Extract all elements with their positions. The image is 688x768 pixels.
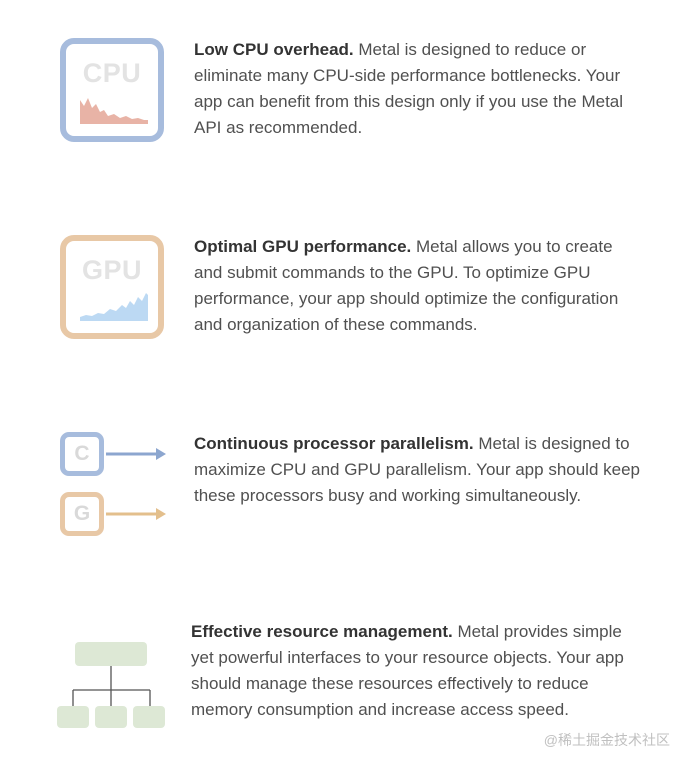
- cpu-arrow-icon: [106, 448, 166, 460]
- feature-body: Metal is designed to reduce or eliminate…: [194, 40, 624, 137]
- feature-body: Metal allows you to create and submit co…: [194, 237, 619, 334]
- resource-tree-icon: [57, 642, 165, 728]
- feature-description: Continuous processor parallelism. Metal …: [194, 431, 644, 509]
- cpu-mini-chip-icon: C: [60, 432, 104, 476]
- feature-title: Optimal GPU performance.: [194, 237, 412, 256]
- feature-title: Low CPU overhead.: [194, 40, 354, 59]
- feature-description: Low CPU overhead. Metal is designed to r…: [194, 37, 644, 141]
- gpu-arrow-icon: [106, 508, 166, 520]
- feature-title: Continuous processor parallelism.: [194, 434, 474, 453]
- gpu-chip-label: GPU: [81, 255, 142, 285]
- feature-title: Effective resource management.: [191, 622, 453, 641]
- gpu-mini-chip-icon: G: [60, 492, 104, 536]
- cpu-chip-icon: CPU: [60, 38, 164, 142]
- feature-body: Metal provides simple yet powerful inter…: [191, 622, 624, 719]
- gpu-chip-icon: GPU: [60, 235, 164, 339]
- cpu-activity-graph-icon: [80, 98, 148, 124]
- feature-body: Metal is designed to maximize CPU and GP…: [194, 434, 641, 505]
- feature-description: Optimal GPU performance. Metal allows yo…: [194, 234, 644, 338]
- feature-description: Effective resource management. Metal pro…: [191, 619, 641, 723]
- cpu-chip-label: CPU: [82, 58, 142, 88]
- gpu-activity-graph-icon: [80, 293, 148, 321]
- watermark: @稀土掘金技术社区: [543, 732, 670, 748]
